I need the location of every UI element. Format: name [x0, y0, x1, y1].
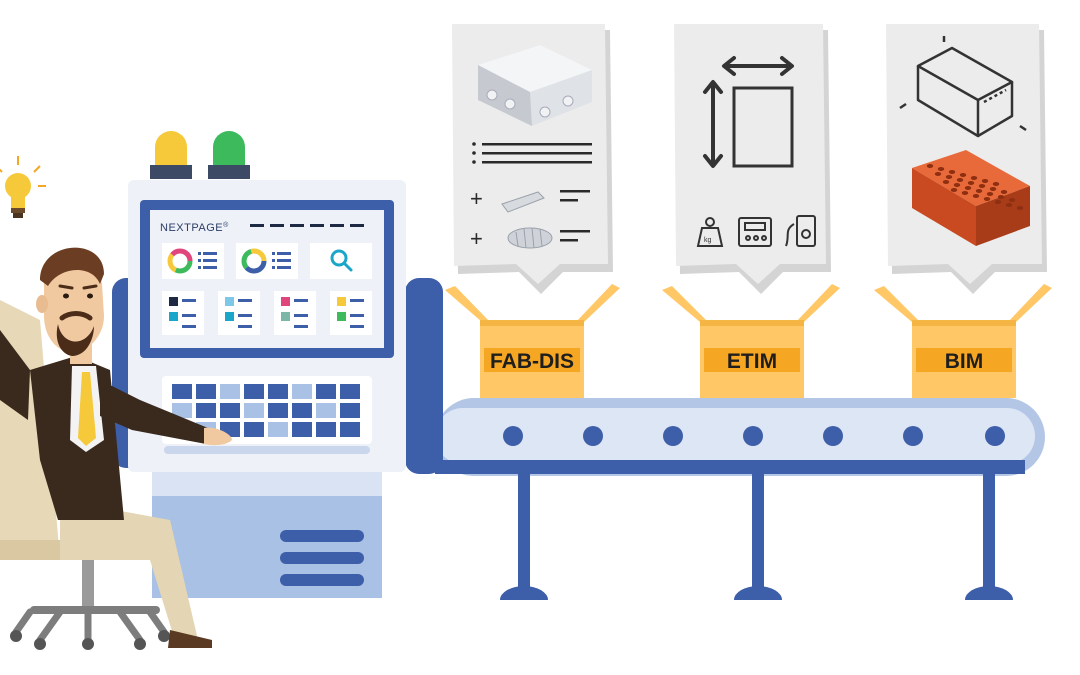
businessman-character	[0, 247, 232, 648]
fab-dis-label: FAB-DIS	[490, 350, 574, 373]
brick-image	[912, 150, 1030, 246]
keyboard-key[interactable]	[292, 384, 312, 399]
junction-box-image	[478, 45, 592, 126]
multimeter-icon	[785, 215, 816, 247]
brick-hole	[992, 182, 1000, 186]
brick-hole	[986, 192, 994, 196]
keyboard-key[interactable]	[292, 403, 312, 418]
brick-hole	[961, 191, 969, 195]
brick-hole	[956, 178, 964, 182]
brick-hole	[1016, 206, 1024, 210]
keyboard-key[interactable]	[244, 422, 264, 437]
conveyor-legs	[500, 474, 1013, 600]
bim-label: BIM	[945, 350, 984, 373]
keyboard-key[interactable]	[244, 403, 264, 418]
machine-screen: NEXTPAGE®	[140, 200, 394, 358]
list-widget	[274, 291, 316, 335]
cube-wireframe-icon	[899, 36, 1027, 138]
list-widget	[162, 291, 204, 335]
brick-hole	[964, 186, 972, 190]
brick-hole	[978, 184, 986, 188]
keyboard-key[interactable]	[340, 384, 360, 399]
brick-hole	[970, 176, 978, 180]
bim-box: BIM	[874, 284, 1052, 398]
brick-hole	[945, 175, 953, 179]
brick-hole	[967, 181, 975, 185]
keyboard-key[interactable]	[244, 384, 264, 399]
fab-dis-box: FAB-DIS	[445, 284, 620, 398]
keyboard-key[interactable]	[220, 403, 240, 418]
cable-gland-image	[507, 227, 553, 249]
svg-text:kg: kg	[704, 237, 712, 244]
keyboard-key[interactable]	[316, 403, 336, 418]
keyboard-key[interactable]	[196, 403, 216, 418]
donut-widget	[162, 243, 224, 279]
svg-text:+: +	[470, 226, 483, 251]
etim-box: ETIM	[662, 284, 840, 398]
brick-hole	[994, 200, 1002, 204]
etim-label: ETIM	[727, 350, 777, 373]
brick-hole	[997, 195, 1005, 199]
brick-hole	[1008, 198, 1016, 202]
keyboard-key[interactable]	[292, 422, 312, 437]
brick-hole	[975, 189, 983, 193]
brick-hole	[934, 172, 942, 176]
lightbulb-icon	[0, 156, 46, 218]
brick-hole	[948, 170, 956, 174]
dimensions-card: kg	[674, 24, 831, 294]
yellow-signal-lamp	[150, 131, 192, 179]
weight-icon: kg	[696, 217, 724, 247]
keyboard-key[interactable]	[268, 384, 288, 399]
list-widget	[218, 291, 260, 335]
bim-model-card	[886, 24, 1047, 294]
keyboard-key[interactable]	[172, 384, 192, 399]
brick-hole	[942, 180, 950, 184]
keyboard-key[interactable]	[196, 384, 216, 399]
machine: NEXTPAGE®	[112, 131, 443, 598]
brick-hole	[981, 179, 989, 183]
brick-hole	[1000, 190, 1008, 194]
svg-text:+: +	[470, 186, 483, 211]
bracket-accessory-image	[501, 191, 545, 213]
brick-hole	[989, 187, 997, 191]
green-signal-lamp	[208, 131, 250, 179]
keyboard-key[interactable]	[220, 384, 240, 399]
brick-hole	[959, 173, 967, 177]
donut-widget	[236, 243, 298, 279]
meter-icon	[738, 217, 772, 247]
vent-slots	[280, 530, 364, 586]
brand-logo: NEXTPAGE®	[160, 221, 229, 234]
keyboard-key[interactable]	[172, 403, 192, 418]
conveyor-rollers	[503, 426, 1005, 446]
brick-hole	[953, 183, 961, 187]
keyboard-key[interactable]	[340, 422, 360, 437]
brick-hole	[950, 188, 958, 192]
keyboard-key[interactable]	[316, 422, 336, 437]
list-widget	[330, 291, 372, 335]
product-sheet-card: + +	[452, 24, 613, 294]
brick-hole	[926, 164, 934, 168]
width-arrow-icon	[722, 56, 794, 76]
keyboard-key[interactable]	[340, 403, 360, 418]
keyboard-key[interactable]	[316, 384, 336, 399]
conveyor-belt	[435, 398, 1045, 600]
brick-hole	[972, 194, 980, 198]
brick-hole	[983, 197, 991, 201]
machine-keyboard[interactable]	[162, 376, 372, 454]
keyboard-key[interactable]	[268, 403, 288, 418]
search-icon[interactable]	[310, 243, 372, 279]
brick-hole	[937, 167, 945, 171]
height-arrow-icon	[703, 80, 723, 168]
brick-hole	[1005, 203, 1013, 207]
keyboard-key[interactable]	[268, 422, 288, 437]
